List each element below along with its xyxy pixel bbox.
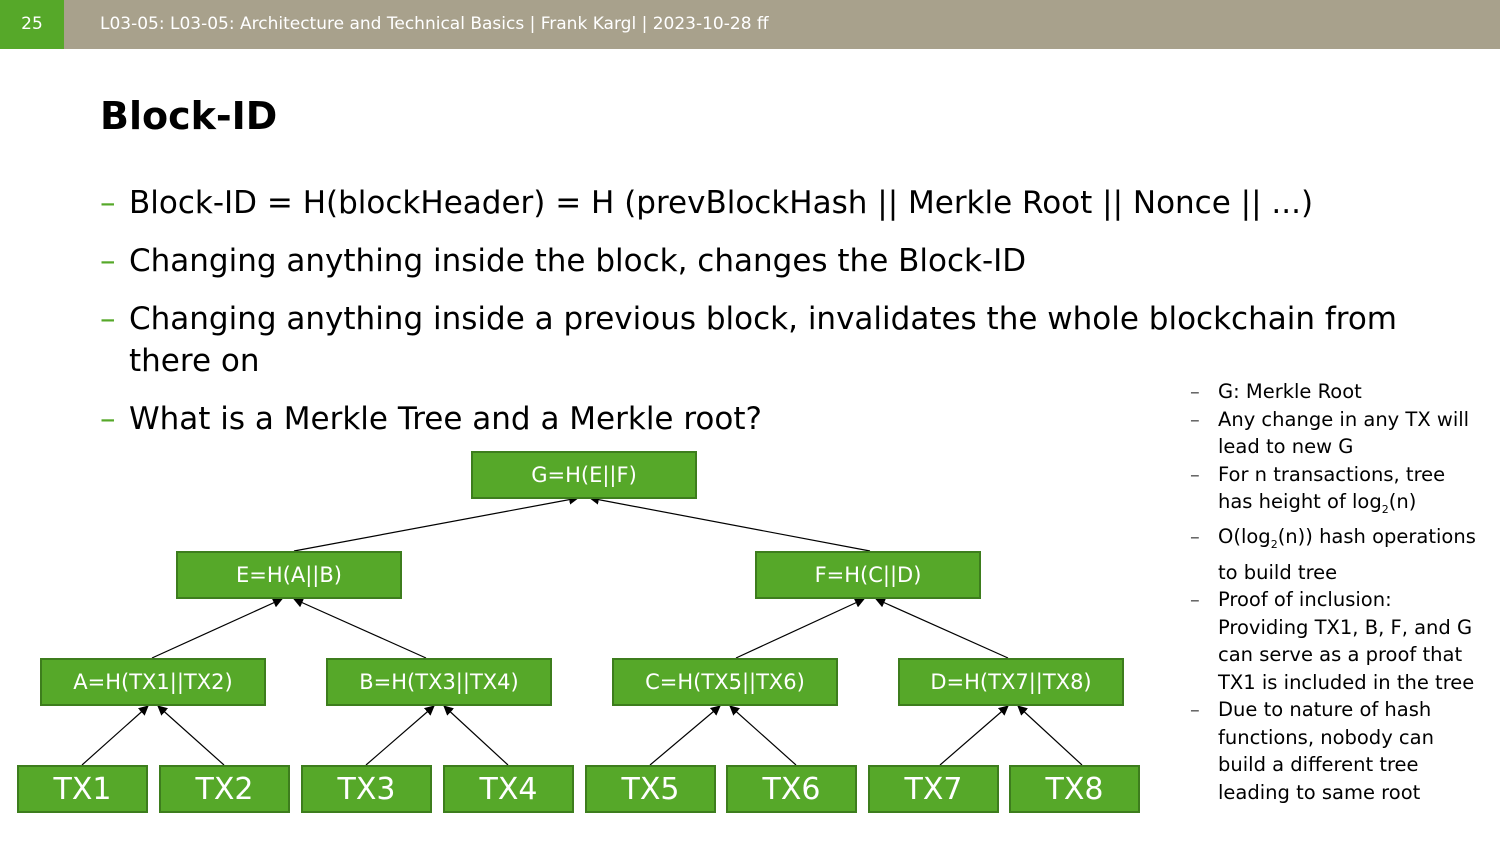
tree-node-b: B=H(TX3||TX4) bbox=[326, 658, 552, 706]
dash-icon: – bbox=[1190, 698, 1200, 722]
edge-tx2-a bbox=[157, 705, 225, 766]
tree-leaf-tx8: TX8 bbox=[1009, 765, 1140, 813]
main-bullets: –Block-ID = H(blockHeader) = H (prevBloc… bbox=[100, 182, 1420, 456]
bullet-text: What is a Merkle Tree and a Merkle root? bbox=[129, 401, 762, 437]
edge-tx7-d bbox=[939, 705, 1009, 766]
side-note-item: –For n transactions, tree has height of … bbox=[1190, 461, 1480, 524]
bullet-item: –What is a Merkle Tree and a Merkle root… bbox=[100, 398, 1420, 440]
dash-icon: – bbox=[1190, 380, 1200, 403]
tree-node-d: D=H(TX7||TX8) bbox=[898, 658, 1124, 706]
side-note-text: Any change in any TX will lead to new G bbox=[1218, 407, 1470, 459]
side-note-item: –Due to nature of hash functions, nobody… bbox=[1190, 696, 1480, 806]
tree-node-a: A=H(TX1||TX2) bbox=[40, 658, 266, 706]
bullet-text: Changing anything inside the block, chan… bbox=[129, 243, 1027, 279]
dash-icon: – bbox=[100, 401, 116, 437]
dash-icon: – bbox=[100, 301, 116, 337]
bullet-item: –Block-ID = H(blockHeader) = H (prevBloc… bbox=[100, 182, 1420, 224]
dash-icon: – bbox=[100, 185, 116, 221]
side-note-text-b: (n) bbox=[1388, 490, 1417, 513]
edge-c-f bbox=[735, 598, 865, 659]
side-note-item: –Any change in any TX will lead to new G bbox=[1190, 406, 1480, 461]
tree-leaf-tx3: TX3 bbox=[301, 765, 432, 813]
edge-f-g bbox=[589, 494, 871, 552]
tree-node-e: E=H(A||B) bbox=[176, 551, 402, 599]
header-bar bbox=[0, 0, 1500, 49]
side-note-text: Proof of inclusion: Providing TX1, B, F,… bbox=[1218, 588, 1475, 694]
dash-icon: – bbox=[1190, 588, 1200, 612]
tree-node-f: F=H(C||D) bbox=[755, 551, 981, 599]
side-notes: –G: Merkle Root –Any change in any TX wi… bbox=[1190, 378, 1480, 806]
edge-b-e bbox=[293, 598, 427, 659]
dash-icon: – bbox=[100, 243, 116, 279]
side-note-item: –G: Merkle Root bbox=[1190, 378, 1480, 406]
bullet-item: –Changing anything inside the block, cha… bbox=[100, 240, 1420, 282]
edge-e-g bbox=[293, 494, 579, 552]
edge-tx5-c bbox=[649, 705, 721, 766]
edge-tx6-c bbox=[729, 705, 797, 766]
edge-tx1-a bbox=[81, 705, 149, 766]
tree-leaf-tx6: TX6 bbox=[726, 765, 857, 813]
dash-icon: – bbox=[1190, 525, 1200, 549]
bullet-text: Block-ID = H(blockHeader) = H (prevBlock… bbox=[129, 185, 1314, 221]
tree-leaf-tx5: TX5 bbox=[585, 765, 716, 813]
bullet-text: Changing anything inside a previous bloc… bbox=[129, 301, 1397, 379]
side-note-text-a: For n transactions, tree has height of l… bbox=[1218, 462, 1446, 514]
side-note-item: –O(log2(n)) hash operations to build tre… bbox=[1190, 523, 1480, 586]
bullet-item: –Changing anything inside a previous blo… bbox=[100, 298, 1420, 382]
side-note-text: G: Merkle Root bbox=[1218, 380, 1362, 403]
edge-tx8-d bbox=[1017, 705, 1083, 766]
subscript: 2 bbox=[1270, 538, 1278, 552]
side-note-text-a: O(log bbox=[1218, 525, 1271, 549]
subscript: 2 bbox=[1381, 502, 1389, 516]
tree-leaf-tx2: TX2 bbox=[159, 765, 290, 813]
edge-tx3-b bbox=[365, 705, 435, 766]
header-text: L03-05: L03-05: Architecture and Technic… bbox=[100, 14, 769, 34]
dash-icon: – bbox=[1190, 407, 1200, 431]
dash-icon: – bbox=[1190, 462, 1200, 486]
slide-number: 25 bbox=[0, 0, 64, 49]
side-note-text: Due to nature of hash functions, nobody … bbox=[1218, 698, 1434, 804]
tree-leaf-tx1: TX1 bbox=[17, 765, 148, 813]
side-note-item: –Proof of inclusion: Providing TX1, B, F… bbox=[1190, 586, 1480, 696]
slide-title: Block-ID bbox=[100, 94, 278, 138]
edge-d-f bbox=[875, 598, 1009, 659]
side-note-text-b: (n)) hash operations to build tree bbox=[1218, 525, 1476, 584]
tree-node-root: G=H(E||F) bbox=[471, 451, 697, 499]
edge-tx4-b bbox=[443, 705, 509, 766]
edge-a-e bbox=[151, 598, 283, 659]
tree-leaf-tx7: TX7 bbox=[868, 765, 999, 813]
tree-node-c: C=H(TX5||TX6) bbox=[612, 658, 838, 706]
tree-leaf-tx4: TX4 bbox=[443, 765, 574, 813]
